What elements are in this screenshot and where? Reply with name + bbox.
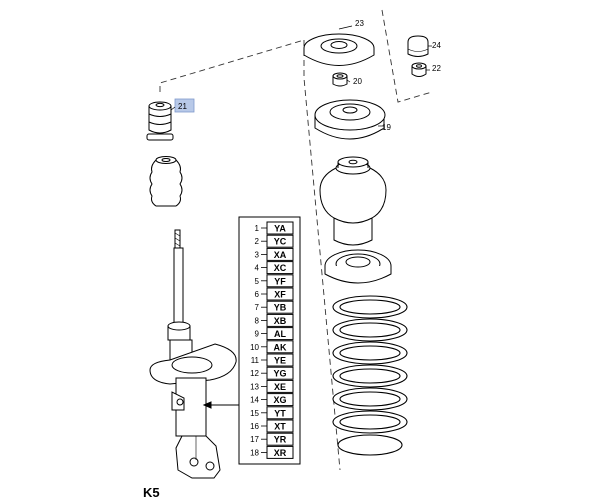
leader-bump-stop: [170, 106, 176, 111]
variant-row: 5 YF: [255, 274, 294, 288]
variant-code: XT: [274, 422, 286, 432]
variant-index: 3: [255, 250, 260, 259]
part-bearing[interactable]: [314, 99, 386, 140]
variant-index: 9: [255, 330, 260, 339]
variant-index: 1: [255, 224, 260, 233]
part-jounce-bumper[interactable]: [149, 156, 183, 207]
part-nut[interactable]: [332, 72, 351, 87]
part-spring-seat[interactable]: [324, 249, 392, 284]
variant-code: XG: [273, 395, 286, 405]
variant-index: 4: [255, 264, 260, 273]
variant-row: 3 XA: [255, 247, 294, 261]
table-pointer-arrow: [202, 401, 239, 409]
variant-row: 16 XT: [250, 419, 294, 433]
variant-code-box: [266, 353, 294, 367]
variant-index: 12: [250, 369, 259, 378]
part-top-mount[interactable]: [303, 25, 375, 66]
callout-top-mount: 23: [355, 19, 364, 28]
variant-row: 9 AL: [255, 327, 294, 341]
variant-row: 11 YE: [251, 353, 294, 367]
callout-bearing: 19: [382, 123, 391, 132]
variant-code-box: [266, 379, 294, 393]
variant-code-box: [266, 261, 294, 275]
variant-row: 2 YC: [255, 234, 294, 248]
variant-index: 18: [250, 448, 259, 457]
variant-row: 8 XB: [255, 313, 294, 327]
variant-code-box: [266, 234, 294, 248]
variant-code-box: [266, 340, 294, 354]
variant-code: YF: [274, 276, 286, 286]
sheet-label: K5: [143, 485, 160, 497]
variant-code: XR: [274, 448, 287, 458]
variant-row: 13 XE: [250, 379, 294, 393]
variant-code: YR: [274, 435, 287, 445]
variant-code: XB: [274, 316, 287, 326]
variant-code: XE: [274, 382, 286, 392]
variant-code-box: [266, 419, 294, 433]
variant-index: 15: [250, 409, 259, 418]
variant-index: 13: [250, 382, 259, 391]
variant-code: XF: [274, 290, 286, 300]
callout-bump-stop: 21: [178, 102, 187, 111]
variant-index: 6: [255, 290, 260, 299]
callout-cap: 24: [432, 41, 441, 50]
variant-row: 6 XF: [255, 287, 294, 301]
variant-row: 17 YR: [250, 432, 294, 446]
variant-row: 12 YG: [250, 366, 294, 380]
part-bump-stop[interactable]: [146, 101, 174, 141]
variant-index: 11: [251, 356, 260, 365]
variant-index: 7: [255, 303, 260, 312]
variant-code-box: [266, 432, 294, 446]
variant-code: YC: [274, 237, 287, 247]
variant-code-box: [266, 406, 294, 420]
variant-index: 2: [255, 237, 260, 246]
variant-row: 4 XC: [255, 261, 294, 275]
part-cap[interactable]: [407, 35, 432, 57]
variant-code: YT: [274, 408, 286, 418]
variant-code: XC: [274, 263, 287, 273]
variant-index: 5: [255, 277, 260, 286]
variant-code-box: [266, 445, 294, 459]
variant-row: 10 AK: [250, 340, 294, 354]
variant-code-box: [266, 221, 294, 235]
part-coil-spring[interactable]: [332, 295, 408, 456]
variant-row: 18 XR: [250, 445, 294, 459]
variant-code: YE: [274, 356, 286, 366]
variant-row: 15 YT: [250, 406, 294, 420]
variant-code-box: [266, 287, 294, 301]
variant-code: YG: [273, 369, 286, 379]
variant-code-box: [266, 393, 294, 407]
variant-code-box: [266, 300, 294, 314]
variant-code-box: [266, 313, 294, 327]
callout-bolt-nut: 22: [432, 64, 441, 73]
variant-index: 10: [250, 343, 259, 352]
variant-index: 14: [250, 396, 259, 405]
variant-code: YB: [274, 303, 287, 313]
variant-index: 16: [250, 422, 259, 431]
variant-code-box: [266, 327, 294, 341]
variant-code: AL: [274, 329, 286, 339]
callout-highlight: [174, 98, 195, 113]
variant-row: 7 YB: [255, 300, 294, 314]
part-dust-boot[interactable]: [319, 156, 387, 246]
variant-index: 17: [250, 435, 259, 444]
variant-code: YA: [274, 224, 286, 234]
part-bolt-nut[interactable]: [411, 62, 430, 77]
variant-code-box: [266, 247, 294, 261]
variant-row: 1 YA: [255, 221, 294, 235]
callout-nut: 20: [353, 77, 362, 86]
part-strut[interactable]: [149, 229, 237, 479]
variant-code: AK: [274, 342, 287, 352]
variant-code: XA: [274, 250, 287, 260]
variant-code-box: [266, 274, 294, 288]
variant-code-box: [266, 366, 294, 380]
variant-row: 14 XG: [250, 393, 294, 407]
variant-index: 8: [255, 316, 260, 325]
